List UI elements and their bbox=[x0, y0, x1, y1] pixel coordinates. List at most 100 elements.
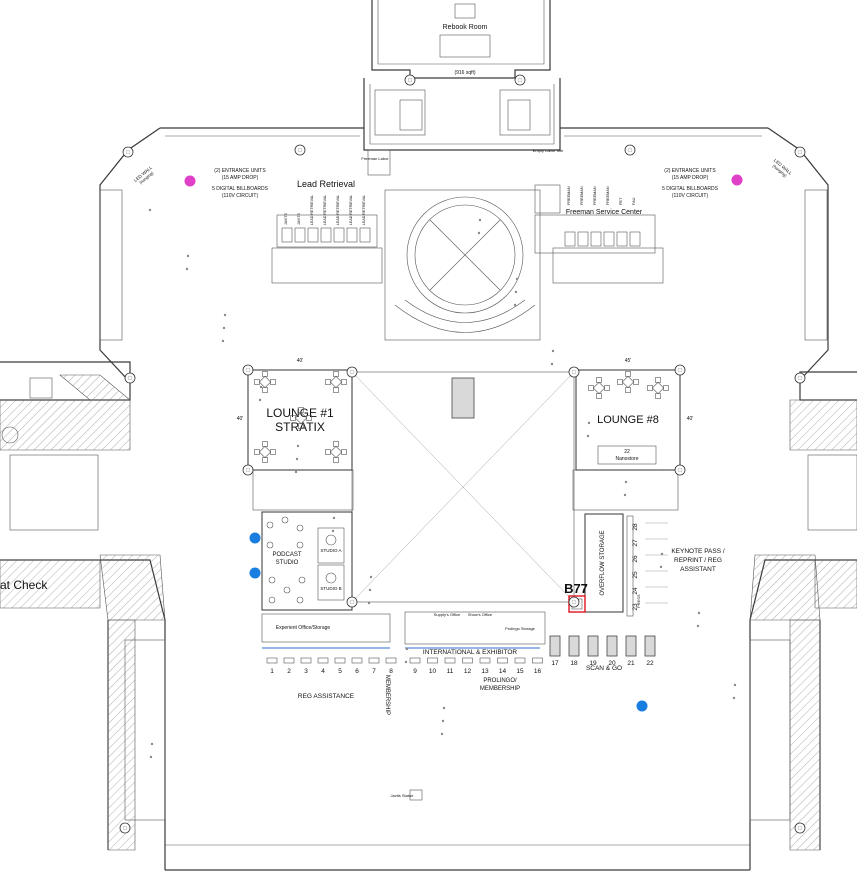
floor-dot bbox=[659, 565, 663, 569]
lounge-chair bbox=[325, 449, 331, 455]
floor-dot bbox=[332, 516, 336, 520]
blue-marker-scan-go[interactable] bbox=[636, 700, 648, 712]
keynote-line-3: ASSISTANT bbox=[680, 566, 716, 573]
column-core bbox=[517, 77, 523, 83]
lounge-chair bbox=[270, 449, 276, 455]
experient-label: Experient Office/Storage bbox=[276, 625, 331, 631]
entrance-notes: (2) ENTRANCE UNITS (15 AMP DROP) 5 DIGIT… bbox=[133, 158, 793, 199]
counter-number: 26 bbox=[632, 555, 639, 563]
column-core bbox=[127, 375, 133, 381]
counter-number: 21 bbox=[627, 660, 635, 667]
floor-dot bbox=[587, 421, 591, 425]
prolingo-label-2: MEMBERSHIP bbox=[480, 686, 520, 692]
lounge-chair bbox=[262, 371, 268, 377]
freeman-station-label: FAU bbox=[632, 197, 636, 205]
reg-counter bbox=[514, 657, 526, 664]
lounge-chair bbox=[262, 387, 268, 393]
rotunda bbox=[384, 189, 541, 419]
lead-station-label: JAVITS bbox=[297, 212, 301, 225]
floor-dot bbox=[186, 254, 190, 258]
nanostore-number: 22 bbox=[624, 449, 630, 455]
floor-dot bbox=[223, 313, 227, 317]
floor-dot bbox=[732, 696, 736, 700]
freeman-station-desk bbox=[629, 231, 641, 247]
counter-number: 4 bbox=[321, 668, 325, 675]
floor-dot bbox=[550, 362, 554, 366]
magenta-marker-left[interactable] bbox=[184, 175, 196, 187]
reg-counter bbox=[368, 657, 380, 664]
lead-station-desk bbox=[359, 227, 371, 243]
location-markers[interactable] bbox=[184, 174, 743, 712]
counter-number: 22 bbox=[646, 660, 654, 667]
counter-number: 16 bbox=[534, 668, 542, 675]
scan-kiosk bbox=[587, 635, 599, 657]
counter-number: 15 bbox=[516, 668, 524, 675]
reg-counter bbox=[334, 657, 346, 664]
column-core bbox=[677, 467, 683, 473]
lead-station-label: LEAD RETRIEVAL bbox=[323, 195, 327, 225]
column-marker bbox=[346, 596, 358, 608]
floor-dot bbox=[514, 290, 518, 294]
counter-number: 7 bbox=[372, 668, 376, 675]
lounge-table bbox=[258, 375, 272, 389]
column-marker bbox=[794, 146, 806, 158]
counter-number: 28 bbox=[632, 523, 639, 531]
scan-go-label: SCAN & GO bbox=[586, 665, 622, 672]
counter-number: 5 bbox=[338, 668, 342, 675]
lounge-seating bbox=[254, 371, 669, 463]
column-marker bbox=[794, 372, 806, 384]
freeman-station-desk bbox=[577, 231, 589, 247]
lounge-table bbox=[592, 381, 606, 395]
lounge8-dim: 45' bbox=[625, 358, 632, 364]
lounge-chair bbox=[254, 379, 260, 385]
rebook-room-label: Rebook Room bbox=[443, 24, 488, 31]
lounge-chair bbox=[325, 379, 331, 385]
freeman-station-desk bbox=[616, 231, 628, 247]
floor-dot bbox=[624, 480, 628, 484]
counter-number: 3 bbox=[304, 668, 308, 675]
floor-dot bbox=[442, 706, 446, 710]
membership-vertical-label: MEMBERSHIP bbox=[384, 675, 390, 715]
lead-station-desk bbox=[294, 227, 306, 243]
lounge-chair bbox=[588, 385, 594, 391]
booth-b77[interactable]: B77 bbox=[564, 581, 588, 613]
podcast-seat bbox=[296, 541, 304, 549]
scan-kiosk bbox=[606, 635, 618, 657]
floor-dot bbox=[259, 385, 263, 389]
counter-number: 14 bbox=[499, 668, 507, 675]
lounge-table bbox=[651, 381, 665, 395]
counter-number: 27 bbox=[632, 539, 639, 547]
reg-counter bbox=[351, 657, 363, 664]
lounge1-dim: 40' bbox=[297, 358, 304, 364]
column-marker bbox=[346, 366, 358, 378]
floor-dot bbox=[441, 719, 445, 723]
floor-dot bbox=[660, 552, 664, 556]
reg-counter bbox=[300, 657, 312, 664]
scan-kiosk bbox=[568, 635, 580, 657]
floor-dot bbox=[551, 349, 555, 353]
lounge-chair bbox=[290, 415, 296, 421]
magenta-marker-right[interactable] bbox=[731, 174, 743, 186]
registration-area: Experient Office/Storage Supply's Office… bbox=[261, 611, 656, 715]
blue-marker-podcast-top[interactable] bbox=[249, 532, 261, 544]
reg-assistance-label: REG ASSISTANCE bbox=[298, 693, 355, 700]
studio-b-label: STUDIO B bbox=[320, 586, 341, 591]
blue-marker-podcast-bottom[interactable] bbox=[249, 567, 261, 579]
counter-number: 17 bbox=[551, 660, 559, 667]
freeman-station-label: FREEMAN bbox=[580, 186, 584, 205]
floor-dot bbox=[258, 398, 262, 402]
counter-number: 12 bbox=[464, 668, 472, 675]
lead-station-label: JAVITS bbox=[284, 212, 288, 225]
column-core bbox=[245, 467, 251, 473]
column-core bbox=[122, 825, 128, 831]
prolingo-storage-label: Prolingo Storage bbox=[505, 626, 536, 631]
lounge-table bbox=[258, 445, 272, 459]
column-core bbox=[797, 149, 803, 155]
column-marker bbox=[124, 372, 136, 384]
lounge1-subtitle: STRATIX bbox=[275, 420, 325, 434]
studio-b-table bbox=[325, 572, 337, 584]
booth-b77-label: B77 bbox=[564, 581, 588, 596]
nanostore-label: Nanostore bbox=[615, 456, 638, 462]
lounge1-dim-side: 40' bbox=[237, 416, 244, 422]
